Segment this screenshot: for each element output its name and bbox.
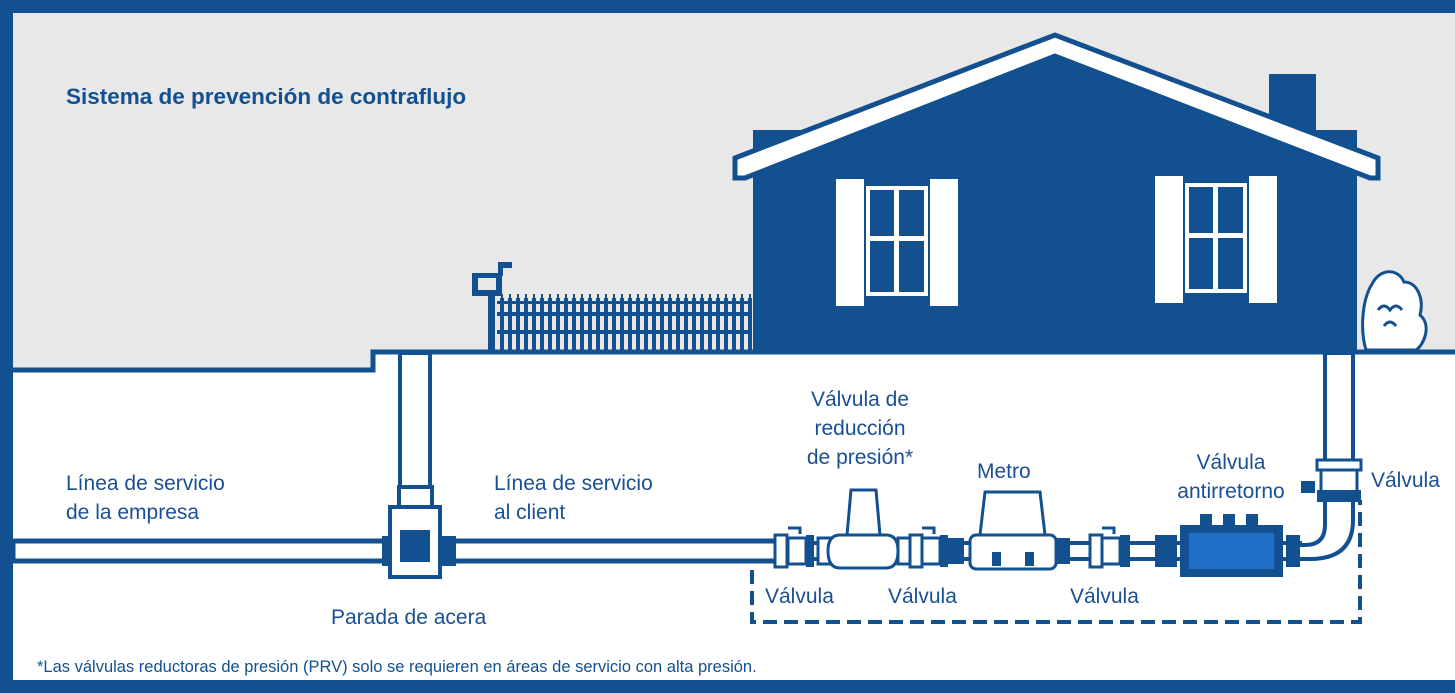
fence-picket-tip <box>509 294 511 298</box>
prv-label-1: Válvula de <box>810 388 910 411</box>
fence-picket <box>548 298 552 352</box>
fence-picket-tip <box>613 294 615 298</box>
house-gable <box>753 42 1357 170</box>
fence-picket <box>716 298 720 352</box>
fence-picket <box>652 298 656 352</box>
fence-picket-tip <box>733 294 735 298</box>
curb-stop-fitting <box>382 485 456 579</box>
valve-3 <box>1088 526 1130 569</box>
fence-picket <box>556 298 560 352</box>
fence-picket <box>612 298 616 352</box>
valve-3-label: Válvula <box>1070 585 1139 608</box>
fence-picket-tip <box>709 294 711 298</box>
fence-picket-tip <box>677 294 679 298</box>
house-roof <box>732 32 1381 181</box>
fence-picket <box>692 298 696 352</box>
backflow-label-1: Válvula <box>1196 451 1266 474</box>
dashed-enclosure <box>750 500 1362 624</box>
fence-picket <box>564 298 568 352</box>
company-line-label-2: de la empresa <box>66 501 200 524</box>
fence-picket-tip <box>741 294 743 298</box>
riser-valve <box>1301 458 1363 502</box>
fence-picket-tip <box>573 294 575 298</box>
fence-picket <box>740 298 744 352</box>
fence-picket <box>732 298 736 352</box>
fence-picket-tip <box>669 294 671 298</box>
client-line-label-2: al client <box>494 501 566 524</box>
fence-picket-tip <box>517 294 519 298</box>
fence-picket-tip <box>549 294 551 298</box>
fence <box>497 301 752 334</box>
company-line-label-1: Línea de servicio <box>66 472 225 495</box>
fence-picket-tip <box>621 294 623 298</box>
fence-picket <box>580 298 584 352</box>
fence-picket-tip <box>653 294 655 298</box>
fence-picket <box>540 298 544 352</box>
fence-picket-tip <box>661 294 663 298</box>
curb-stop-label: Parada de acera <box>331 606 487 629</box>
fence-picket <box>532 298 536 352</box>
fence-picket-tip <box>637 294 639 298</box>
riser-pipe-left <box>398 351 432 491</box>
fence-picket <box>644 298 648 352</box>
client-line-label-1: Línea de servicio <box>494 472 653 495</box>
fence-picket-tip <box>541 294 543 298</box>
fence-picket-tip <box>701 294 703 298</box>
page-title: Sistema de prevención de contraflujo <box>66 84 467 109</box>
fence-picket <box>676 298 680 352</box>
meter <box>948 490 1070 571</box>
fence-picket-tip <box>565 294 567 298</box>
fence-picket-tip <box>597 294 599 298</box>
fence-picket-tip <box>557 294 559 298</box>
backflow-preventer <box>1155 514 1300 577</box>
bush <box>1361 270 1428 352</box>
fence-picket <box>620 298 624 352</box>
fence-picket <box>700 298 704 352</box>
fence-picket-tip <box>685 294 687 298</box>
fence-picket <box>748 298 752 352</box>
fence-picket-tip <box>589 294 591 298</box>
fence-picket-tip <box>525 294 527 298</box>
fence-picket <box>524 298 528 352</box>
fence-picket <box>596 298 600 352</box>
fence-picket <box>604 298 608 352</box>
fence-picket-tip <box>605 294 607 298</box>
fence-picket <box>588 298 592 352</box>
backflow-label-2: antirretorno <box>1177 480 1285 503</box>
backflow-body <box>1189 533 1274 569</box>
fence-picket <box>500 298 504 352</box>
fence-picket <box>508 298 512 352</box>
fence-picket-tip <box>533 294 535 298</box>
riser-valve-label: Válvula <box>1371 469 1440 492</box>
valve-1 <box>773 526 814 569</box>
meter-label: Metro <box>977 460 1031 483</box>
fence-picket-tip <box>693 294 695 298</box>
fence-picket <box>516 298 520 352</box>
fence-picket-tip <box>725 294 727 298</box>
fence-picket <box>572 298 576 352</box>
fence-picket-tip <box>749 294 751 298</box>
fence-pickets <box>500 294 752 352</box>
fence-picket <box>636 298 640 352</box>
valve-2 <box>908 526 948 569</box>
fence-picket <box>660 298 664 352</box>
valve-2-label: Válvula <box>888 585 957 608</box>
house <box>732 32 1381 352</box>
fence-picket <box>628 298 632 352</box>
prv-label-2: reducción <box>814 417 906 440</box>
fence-picket <box>684 298 688 352</box>
fence-picket-tip <box>581 294 583 298</box>
valve-1-label: Válvula <box>765 585 834 608</box>
fence-picket <box>708 298 712 352</box>
fence-picket-tip <box>645 294 647 298</box>
fence-picket <box>724 298 728 352</box>
fence-picket-tip <box>717 294 719 298</box>
footnote: *Las válvulas reductoras de presión (PRV… <box>37 658 757 676</box>
fence-picket <box>668 298 672 352</box>
fence-picket-tip <box>629 294 631 298</box>
mailbox <box>472 262 512 352</box>
prv-label-3: de presión* <box>806 446 914 469</box>
